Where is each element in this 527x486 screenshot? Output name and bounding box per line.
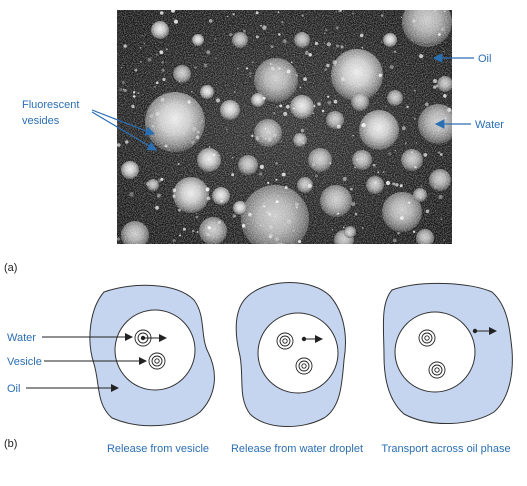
arrow-fluorescent-1 bbox=[91, 109, 156, 136]
panel-a-annotations: Oil Water Fluorescent vesides (a) bbox=[4, 53, 504, 274]
label-fluorescent-line1: Fluorescent bbox=[22, 99, 79, 111]
vesicle-3b bbox=[428, 361, 446, 379]
water-droplet-2 bbox=[257, 312, 339, 394]
label-oil-b: Oil bbox=[7, 383, 20, 395]
label-fluorescent-line2: vesides bbox=[22, 115, 60, 127]
vesicle-1b bbox=[148, 352, 166, 370]
micrograph-droplet bbox=[274, 242, 286, 244]
panel-b-tag: (b) bbox=[4, 438, 17, 450]
released-molecule-3 bbox=[472, 328, 478, 334]
diagram-release-from-water-droplet bbox=[235, 282, 346, 427]
vesicle-2b bbox=[295, 357, 313, 375]
panel-b: Water Vesicle Oil Release from vesicle R… bbox=[4, 282, 513, 455]
water-droplet-3 bbox=[394, 311, 476, 393]
arrow-fluorescent-2 bbox=[91, 111, 158, 151]
diagram-release-from-vesicle bbox=[89, 284, 215, 427]
micrograph bbox=[117, 10, 452, 244]
vesicle-2a bbox=[276, 332, 294, 350]
water-droplet-1 bbox=[114, 309, 196, 391]
label-water-b: Water bbox=[7, 332, 36, 344]
caption-release-from-water-droplet: Release from water droplet bbox=[231, 443, 363, 455]
panel-a-tag: (a) bbox=[4, 262, 17, 274]
diagram-transport-across-oil-phase bbox=[382, 282, 513, 424]
vesicle-3a bbox=[418, 329, 436, 347]
caption-release-from-vesicle: Release from vesicle bbox=[107, 443, 209, 455]
caption-transport-across-oil-phase: Transport across oil phase bbox=[381, 443, 510, 455]
label-vesicle-b: Vesicle bbox=[7, 356, 42, 368]
label-oil: Oil bbox=[478, 53, 491, 65]
released-molecule-2 bbox=[301, 336, 307, 342]
label-water-a: Water bbox=[475, 119, 504, 131]
